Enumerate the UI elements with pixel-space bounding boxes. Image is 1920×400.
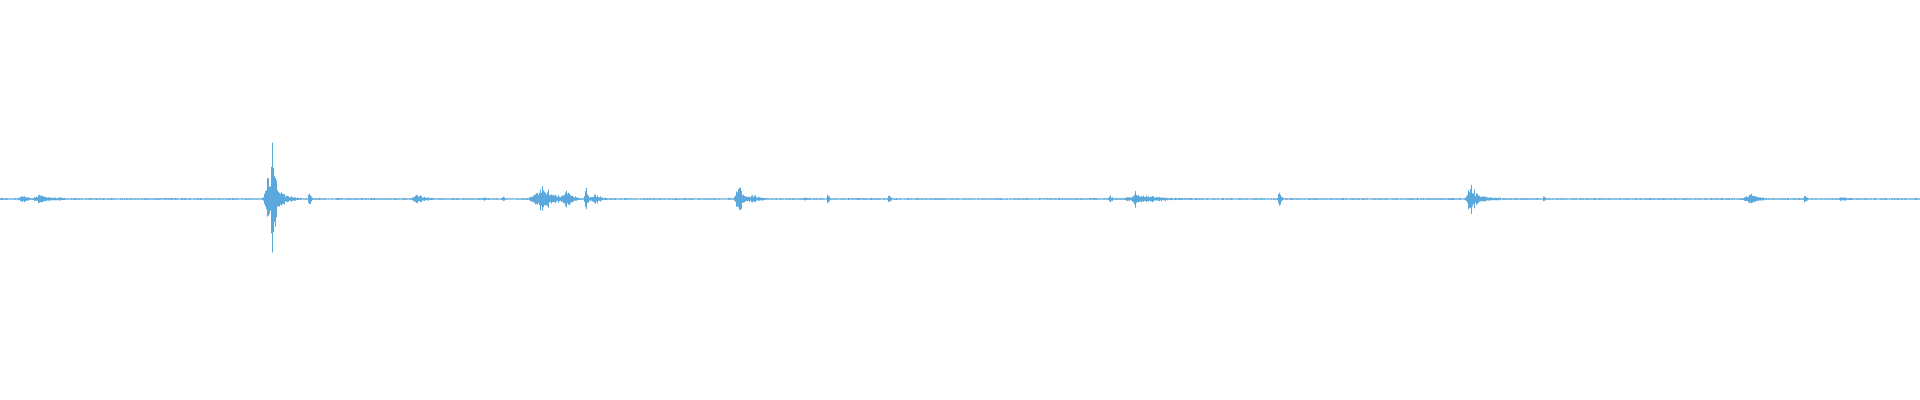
waveform-trace (0, 142, 1920, 253)
